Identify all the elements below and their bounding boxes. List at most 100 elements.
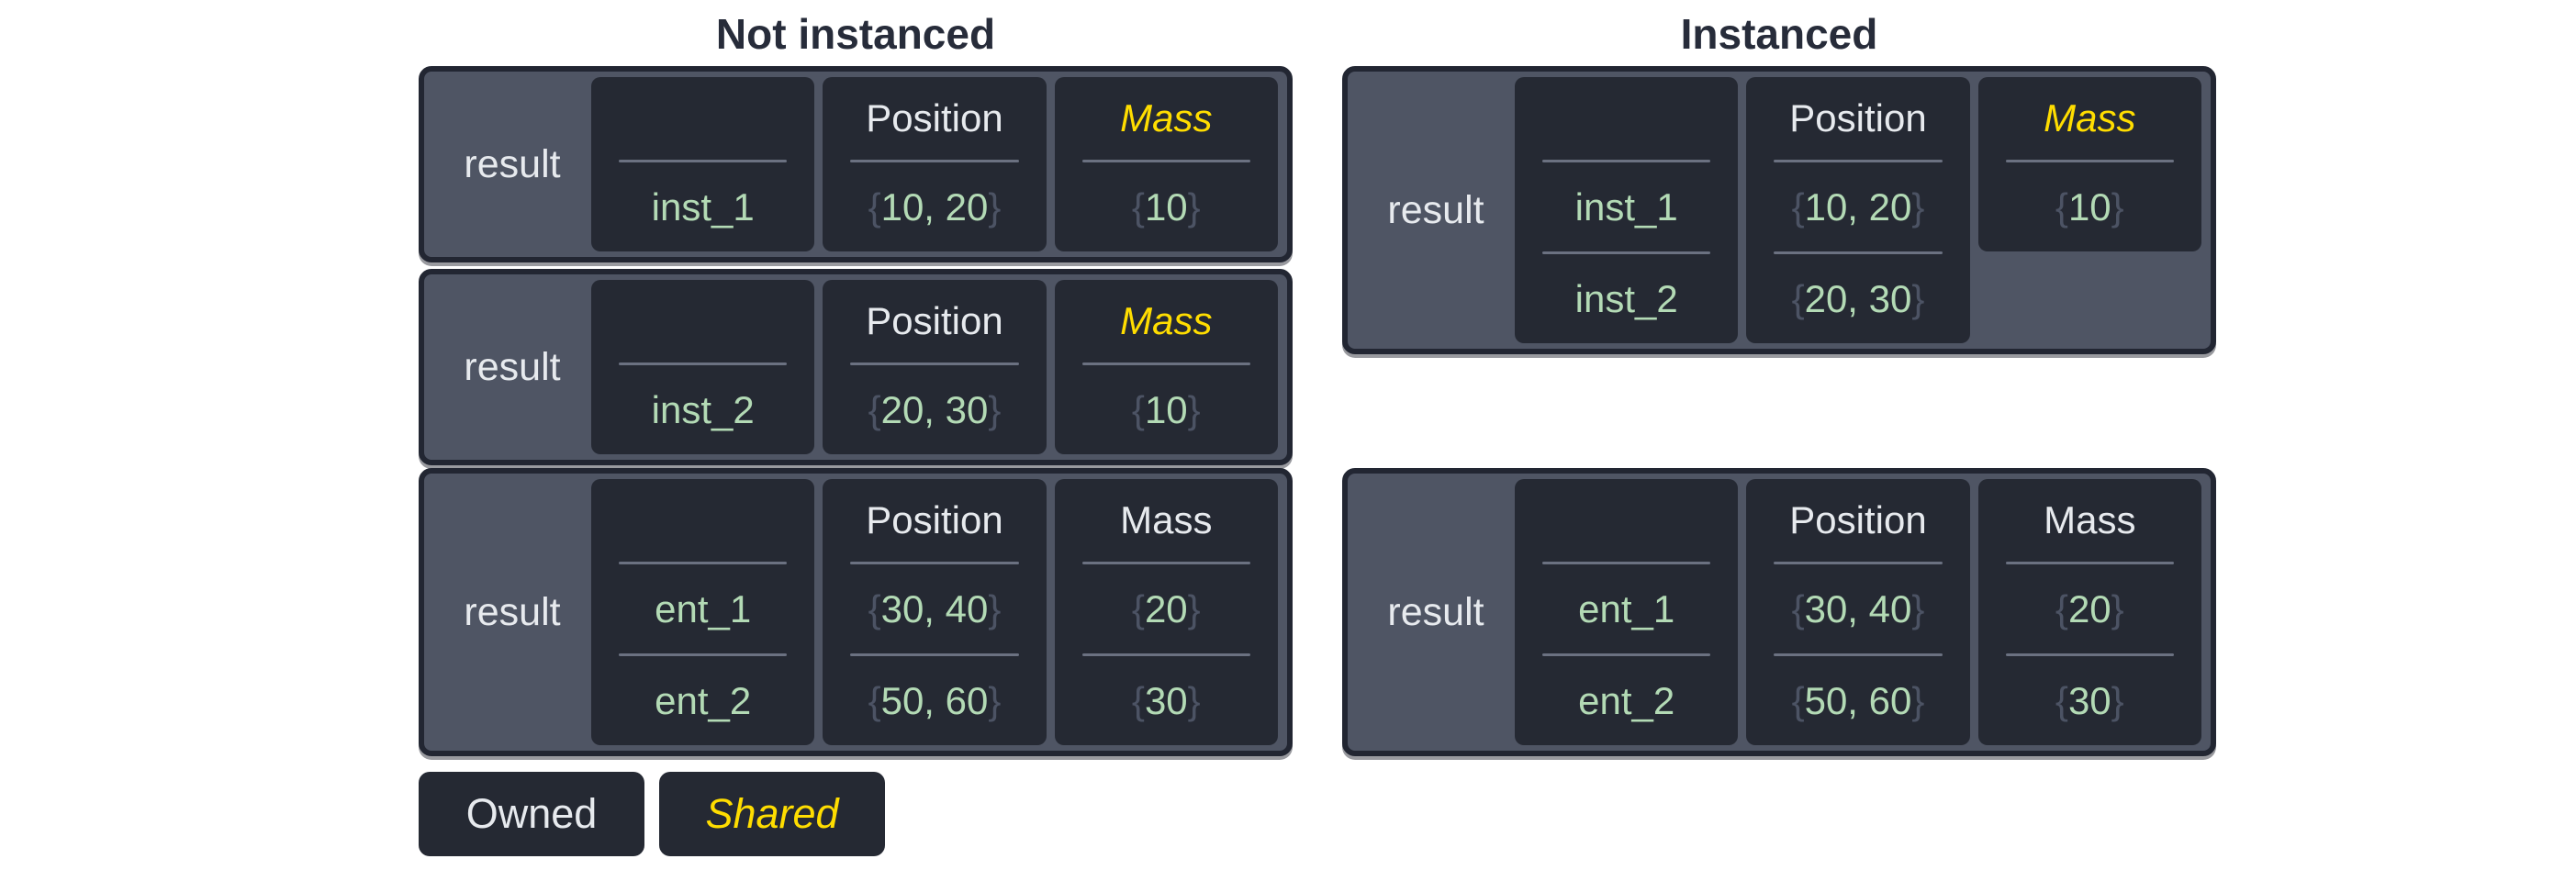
component-column-mass: Mass{20}{30} [1054,479,1278,745]
brace-open: { [1131,184,1145,229]
value-text: 10, 20 [880,184,989,229]
entity-id-cell: inst_2 [1574,276,1678,320]
value-text: 20 [2067,586,2111,630]
component-column-position: Position {10, 20} [823,77,1047,251]
result-label: result [464,344,561,389]
component-value-cell: {20, 30} [1746,254,1969,343]
row-divider [1774,562,1943,564]
entity-id-cell: ent_1 [655,586,752,630]
brace-close: } [988,586,1002,630]
brace-close: } [1911,678,1925,722]
brace-close: } [1911,184,1925,229]
component-value-cell: {20} [1978,564,2201,653]
value-text: 10 [1144,184,1188,229]
entity-column-wrap: inst_2 [591,280,815,454]
component-column-wrap-position: Position{20, 30} [823,280,1047,454]
column-header [591,479,814,562]
component-column-wrap-position: Position{30, 40}{50, 60} [823,479,1047,745]
component-column-position: Position{30, 40}{50, 60} [1746,479,1970,745]
component-column-wrap-mass: Mass {20}{30} [1977,479,2201,745]
brace-open: { [1791,184,1805,229]
component-value-cell: {20} [1055,564,1278,653]
result-label: result [1387,187,1484,232]
component-value-cell: {30} [1978,656,2201,745]
component-value-cell: {10} [1055,162,1278,251]
row-divider [1774,653,1943,656]
component-value-cell: {10} [1055,365,1278,454]
component-column-position: Position{20, 30} [823,280,1047,454]
column-header: Position [1789,498,1927,541]
value-text: 20, 30 [1804,276,1912,320]
component-column-mass: Mass{10} [1054,280,1278,454]
brace-open: { [868,184,881,229]
panel-title: Not instanced [715,10,996,58]
legend-item-label: Shared [705,790,839,837]
legend-item-shared: Shared [659,772,885,856]
component-column-wrap-mass: Mass{10} [1054,77,1278,251]
column-header: Position [866,96,1003,139]
component-column-mass: Mass{10} [1054,77,1278,251]
entity-column: inst_1 inst_2 [1515,77,1739,343]
brace-open: { [1131,387,1145,431]
brace-close: } [988,184,1002,229]
row-divider [619,362,788,365]
entity-column: inst_1 [591,77,815,251]
row-divider [619,160,788,162]
column-header: Mass [2044,498,2136,541]
brace-close: } [1911,276,1925,320]
component-value-cell: {10, 20} [1746,162,1969,251]
value-text: 30, 40 [880,586,989,630]
result-label: result [464,589,561,634]
row-divider [619,653,788,656]
brace-open: { [1131,678,1145,722]
value-text: 10 [1144,387,1188,431]
value-text: 30, 40 [1804,586,1912,630]
result-label: result [1387,589,1484,634]
brace-open: { [1131,586,1145,630]
brace-close: } [1911,586,1925,630]
component-value-cell: {50, 60} [823,656,1046,745]
brace-open: { [868,387,881,431]
component-column-position: Position{30, 40}{50, 60} [823,479,1047,745]
entity-column-wrap: inst_1 inst_2 [1515,77,1739,343]
component-value-cell: {30, 40} [1746,564,1969,653]
row-divider [2005,653,2174,656]
entity-column-wrap: inst_1 [591,77,815,251]
row-divider [1081,362,1250,365]
row-divider [1774,160,1943,162]
result-label: result [464,141,561,186]
entity-id-cell: inst_1 [1574,184,1678,229]
component-column-mass: Mass{10} [1977,77,2201,251]
row-divider [1081,653,1250,656]
component-column-wrap-position: Position{10, 20}{20, 30} [1746,77,1970,343]
value-text: 50, 60 [880,678,989,722]
row-divider [1774,251,1943,254]
row-divider [1081,562,1250,564]
component-value-cell: {30, 40} [823,564,1046,653]
brace-close: } [2111,678,2124,722]
row-divider [2005,160,2174,162]
brace-close: } [1187,387,1201,431]
brace-close: } [1187,184,1201,229]
brace-open: { [868,678,881,722]
entity-id-cell: ent_2 [655,678,752,722]
column-header [591,77,814,160]
panel-not-instanced: Not instanced result inst_1 Position {10, 20… [419,0,1293,870]
brace-close: } [1187,678,1201,722]
row-divider [850,362,1019,365]
component-column-wrap-mass: Mass{10} [1054,280,1278,454]
entity-column: inst_2 [591,280,815,454]
column-header [1515,479,1738,562]
component-column-wrap-mass: Mass{20}{30} [1054,479,1278,745]
column-header: Mass [1120,498,1213,541]
